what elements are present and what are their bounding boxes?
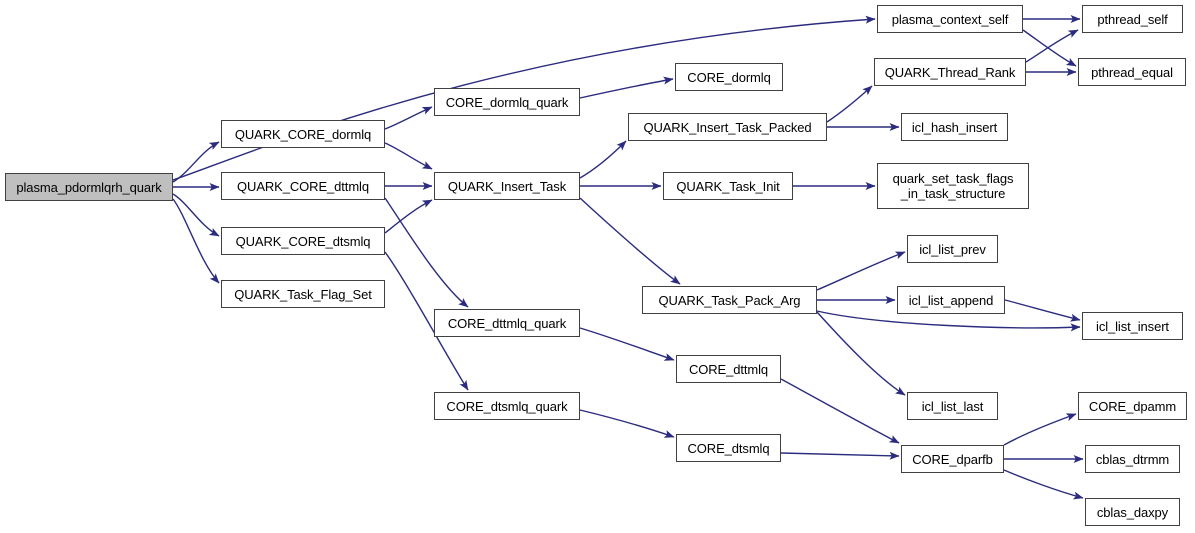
node-label: QUARK_Task_Flag_Set bbox=[234, 286, 372, 302]
node-icl-list-append[interactable]: icl_list_append bbox=[897, 286, 1005, 314]
node-quark-insert-task-packed[interactable]: QUARK_Insert_Task_Packed bbox=[628, 113, 827, 141]
node-label: CORE_dormlq_quark bbox=[445, 94, 569, 110]
node-quark-core-dtsmlq[interactable]: QUARK_CORE_dtsmlq bbox=[221, 227, 385, 255]
node-core-dormlq-quark[interactable]: CORE_dormlq_quark bbox=[434, 88, 580, 116]
node-core-dparfb[interactable]: CORE_dparfb bbox=[901, 445, 1004, 473]
node-quark-task-flag-set[interactable]: QUARK_Task_Flag_Set bbox=[221, 280, 385, 308]
node-label: icl_hash_insert bbox=[911, 119, 998, 135]
node-core-dormlq[interactable]: CORE_dormlq bbox=[675, 63, 783, 91]
node-label: QUARK_CORE_dtsmlq bbox=[235, 233, 371, 249]
node-label: quark_set_task_flags _in_task_structure bbox=[892, 171, 1014, 201]
node-label: CORE_dpamm bbox=[1088, 398, 1177, 414]
node-label: icl_list_insert bbox=[1096, 318, 1169, 334]
node-label: CORE_dttmlq_quark bbox=[447, 315, 567, 331]
node-core-dttmlq[interactable]: CORE_dttmlq bbox=[676, 355, 781, 383]
node-quark-task-pack-arg[interactable]: QUARK_Task_Pack_Arg bbox=[642, 286, 817, 314]
node-label: plasma_context_self bbox=[891, 11, 1009, 27]
node-label: CORE_dtsmlq bbox=[687, 440, 770, 456]
node-label: QUARK_CORE_dormlq bbox=[234, 126, 372, 142]
node-label: QUARK_CORE_dttmlq bbox=[237, 178, 369, 194]
node-label: icl_list_last bbox=[921, 398, 984, 414]
node-core-dtsmlq-quark[interactable]: CORE_dtsmlq_quark bbox=[434, 392, 580, 420]
node-cblas-daxpy[interactable]: cblas_daxpy bbox=[1085, 498, 1180, 526]
node-label: pthread_equal bbox=[1091, 64, 1173, 80]
node-icl-list-insert[interactable]: icl_list_insert bbox=[1082, 312, 1183, 340]
node-quark-core-dttmlq[interactable]: QUARK_CORE_dttmlq bbox=[221, 172, 385, 200]
node-label: cblas_dtrmm bbox=[1095, 451, 1170, 467]
node-quark-set-task-flags-in-task-structure[interactable]: quark_set_task_flags _in_task_structure bbox=[877, 163, 1029, 209]
node-plasma-context-self[interactable]: plasma_context_self bbox=[877, 5, 1023, 33]
node-label: QUARK_Task_Pack_Arg bbox=[658, 292, 801, 308]
node-label: pthread_self bbox=[1097, 11, 1168, 27]
node-label: cblas_daxpy bbox=[1096, 504, 1169, 520]
node-label: plasma_pdormlqrh_quark bbox=[16, 179, 162, 195]
node-label: QUARK_Thread_Rank bbox=[884, 64, 1016, 80]
node-core-dtsmlq[interactable]: CORE_dtsmlq bbox=[676, 434, 781, 462]
node-core-dpamm[interactable]: CORE_dpamm bbox=[1078, 392, 1187, 420]
node-icl-hash-insert[interactable]: icl_hash_insert bbox=[901, 113, 1008, 141]
node-plasma-pdormlqrh-quark[interactable]: plasma_pdormlqrh_quark bbox=[5, 173, 173, 201]
node-label: QUARK_Insert_Task bbox=[447, 178, 567, 194]
node-quark-insert-task[interactable]: QUARK_Insert_Task bbox=[434, 172, 580, 200]
node-icl-list-last[interactable]: icl_list_last bbox=[907, 392, 998, 420]
node-label: CORE_dparfb bbox=[912, 451, 993, 467]
node-core-dttmlq-quark[interactable]: CORE_dttmlq_quark bbox=[434, 309, 580, 337]
node-pthread-self[interactable]: pthread_self bbox=[1082, 5, 1183, 33]
node-label: CORE_dormlq bbox=[687, 69, 771, 85]
node-label: CORE_dttmlq bbox=[688, 361, 769, 377]
node-pthread-equal[interactable]: pthread_equal bbox=[1078, 58, 1186, 86]
node-label: icl_list_prev bbox=[919, 241, 986, 257]
node-label: CORE_dtsmlq_quark bbox=[446, 398, 568, 414]
node-label: icl_list_append bbox=[908, 292, 994, 308]
node-label: QUARK_Task_Init bbox=[676, 178, 780, 194]
node-quark-thread-rank[interactable]: QUARK_Thread_Rank bbox=[874, 58, 1026, 86]
node-quark-core-dormlq[interactable]: QUARK_CORE_dormlq bbox=[221, 120, 385, 148]
node-quark-task-init[interactable]: QUARK_Task_Init bbox=[663, 172, 793, 200]
node-label: QUARK_Insert_Task_Packed bbox=[643, 119, 812, 135]
node-icl-list-prev[interactable]: icl_list_prev bbox=[907, 235, 998, 263]
node-cblas-dtrmm[interactable]: cblas_dtrmm bbox=[1085, 445, 1180, 473]
